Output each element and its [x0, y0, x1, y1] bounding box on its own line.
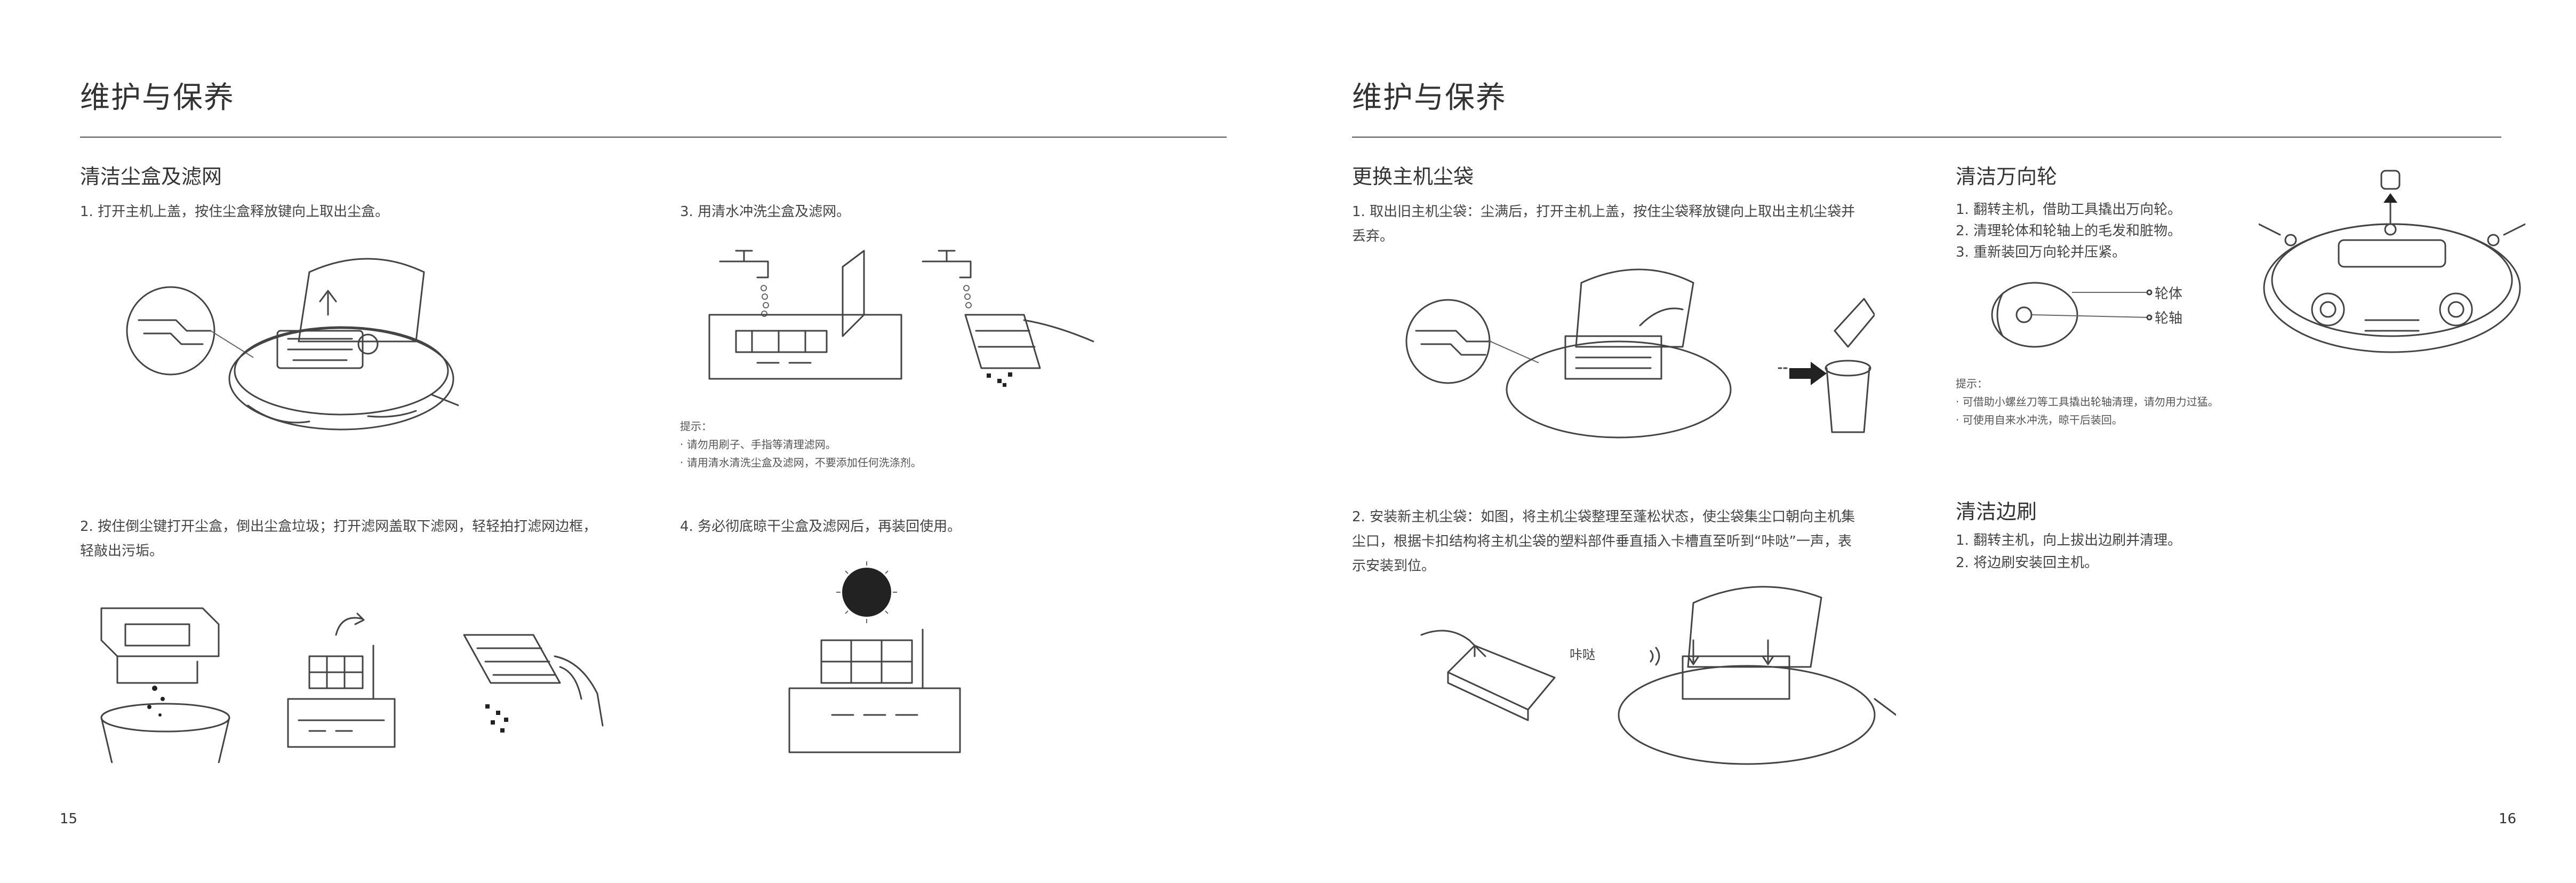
figure-remove-dust-bag	[1405, 268, 1875, 439]
detail-latch-line	[138, 319, 212, 332]
hand	[554, 655, 604, 727]
arrow-up	[319, 290, 337, 316]
step-3-text: 3. 用清水冲洗尘盒及滤网。	[680, 204, 851, 220]
robot-body-3	[1618, 665, 1876, 765]
step-2-text-line1: 2. 按住倒尘键打开尘盒，倒出尘盒垃圾；打开滤网盖取下滤网，轻轻拍打滤网边框，	[80, 519, 597, 535]
filter-frame	[463, 634, 561, 684]
bag-step-1-line2: 丢弃。	[1352, 228, 1394, 244]
section-title-dust-bag: 更换主机尘袋	[1352, 165, 1474, 188]
tips-label: 提示：	[680, 420, 712, 433]
title-divider	[80, 137, 1227, 138]
robot-body	[228, 327, 454, 431]
figure-tap-filter	[463, 634, 604, 733]
page-right: 维护与保养 更换主机尘袋 1. 取出旧主机尘袋：尘满后，打开主机上盖，按住尘袋释…	[1288, 0, 2576, 883]
wheel-axle-label: 轮轴	[2155, 311, 2183, 327]
section-title-side-brush: 清洁边刷	[1956, 500, 2037, 523]
dustbin	[276, 330, 364, 369]
main-brush	[2338, 239, 2446, 268]
trash-can-2	[1826, 367, 1870, 433]
figure-rinse-dustbin	[708, 250, 902, 380]
arrow-right-icon	[1789, 362, 1827, 385]
trash-can	[100, 717, 230, 763]
detail-magnifier-circle	[126, 286, 215, 376]
section-title-dustbin: 清洁尘盒及滤网	[80, 165, 222, 188]
tip-1: · 请勿用刷子、手指等清理滤网。	[680, 438, 836, 451]
wheel-tip-2: · 可使用自来水冲洗，晾干后装回。	[1956, 413, 2123, 426]
new-dust-bag	[1447, 645, 1556, 711]
wheel-step-2: 2. 清理轮体和轮轴上的毛发和脏物。	[1956, 223, 2182, 239]
dust-bag-installed	[1682, 655, 1790, 700]
figure-caster-wheel-parts	[1991, 282, 2153, 348]
page-title: 维护与保养	[1352, 81, 1507, 115]
hand-bag	[1639, 307, 1684, 327]
dustbin-open	[100, 607, 220, 657]
arrow-down-1	[1687, 639, 1700, 665]
hand-new-bag	[1420, 630, 1486, 657]
wheel-step-3: 3. 重新装回万向轮并压紧。	[1956, 244, 2126, 260]
page-number: 15	[60, 811, 78, 827]
step-4-text: 4. 务必彻底晾干尘盒及滤网后，再装回使用。	[680, 519, 962, 535]
section-title-caster-wheel: 清洁万向轮	[1956, 165, 2058, 188]
trash-can-rim	[100, 703, 230, 733]
figure-install-dust-bag	[1420, 586, 1896, 765]
arrow-down-2	[1762, 639, 1774, 665]
dustbin-drying	[788, 687, 961, 753]
hand-2	[1023, 319, 1094, 343]
dustbin-box-rinse	[708, 314, 902, 380]
bag-step-1-line1: 1. 取出旧主机尘袋：尘满后，打开主机上盖，按住尘袋释放键向上取出主机尘袋并	[1352, 204, 1855, 220]
wheel-tip-1: · 可借助小螺丝刀等工具撬出轮轴清理，请勿用力过猛。	[1956, 395, 2219, 408]
robot-body-2	[1506, 340, 1732, 439]
click-label: 咔哒	[1570, 647, 1595, 662]
wheel-axle	[2015, 306, 2033, 323]
faucet-2	[922, 250, 972, 279]
figure-empty-dustbin	[100, 607, 230, 763]
robot-lid-open-2	[1575, 268, 1694, 348]
click-sound-icon	[1650, 650, 1654, 663]
drive-wheel-left	[2311, 292, 2345, 327]
faucet	[719, 250, 769, 279]
drive-wheel-right	[2439, 292, 2473, 327]
figure-remove-dustbin	[126, 258, 459, 431]
title-divider	[1352, 137, 2501, 138]
figure-dry-dustbin	[788, 561, 961, 753]
dustbin-box	[287, 698, 396, 748]
bag-step-2-line1: 2. 安装新主机尘袋：如图，将主机尘袋整理至蓬松状态，使尘袋集尘口朝向主机集	[1352, 509, 1855, 525]
bag-step-2-line2: 尘口，根据卡扣结构将主机尘袋的塑料部件垂直插入卡槽直至听到“咔哒”一声，表	[1352, 534, 1852, 550]
figure-rinse-filter	[922, 250, 1094, 387]
page-left: 维护与保养 清洁尘盒及滤网 1. 打开主机上盖，按住尘盒释放键向上取出尘盒。 2…	[60, 81, 1227, 827]
wheel-body	[1991, 282, 2078, 348]
step-2-text-line2: 轻敲出污垢。	[80, 543, 164, 559]
brush-step-2: 2. 将边刷安装回主机。	[1956, 555, 2099, 571]
arrow-lift	[335, 612, 365, 636]
sun-icon	[842, 568, 891, 617]
wheel-step-1: 1. 翻转主机，借助工具撬出万向轮。	[1956, 202, 2182, 218]
robot-lid-open-3	[1687, 586, 1822, 668]
figure-remove-filter	[287, 612, 396, 748]
brush-step-1: 1. 翻转主机，向上拔出边刷并清理。	[1956, 532, 2182, 548]
wheel-body-label: 轮体	[2155, 286, 2183, 302]
bag-step-2-line3: 示安装到位。	[1352, 558, 1436, 574]
page-number: 16	[2499, 811, 2517, 827]
step-1-text: 1. 打开主机上盖，按住尘盒释放键向上取出尘盒。	[80, 204, 389, 220]
dust-bag-slot	[1564, 335, 1662, 380]
wheel-tips-label: 提示：	[1956, 377, 1988, 390]
old-dust-bag	[1834, 298, 1875, 348]
robot-lid-open	[298, 258, 425, 343]
tip-2: · 请用清水清洗尘盒及滤网，不要添加任何洗涤剂。	[680, 456, 922, 469]
page-title: 维护与保养	[80, 81, 235, 115]
caster-wheel-removed	[2380, 170, 2401, 190]
figure-robot-bottom	[2259, 170, 2525, 353]
